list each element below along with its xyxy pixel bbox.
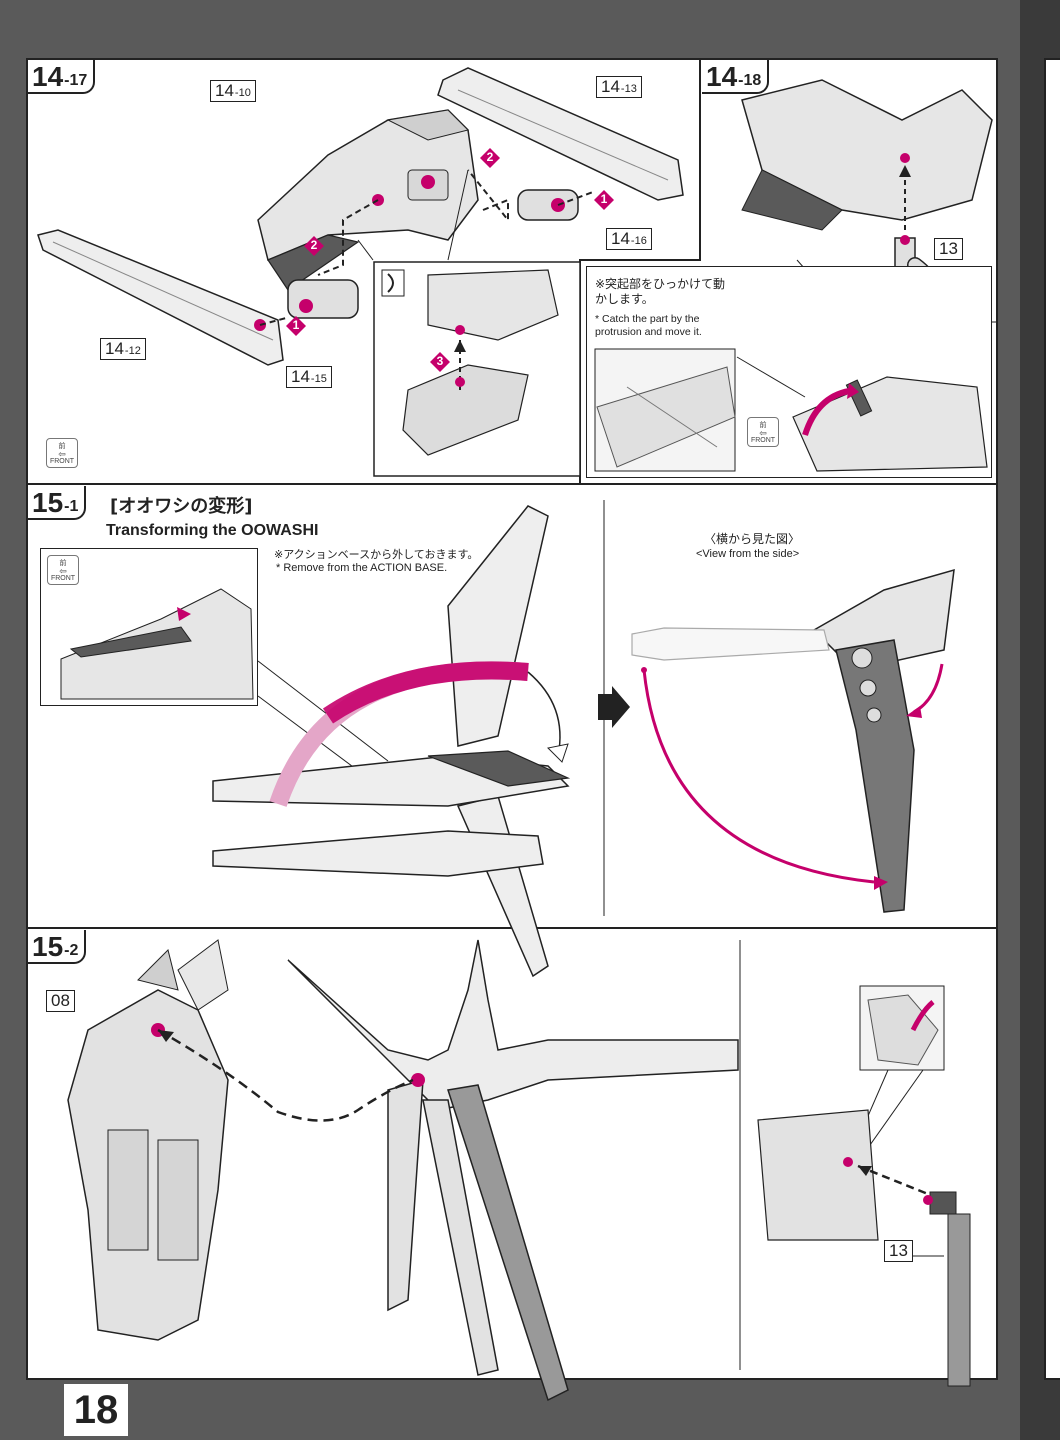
callout-2a: 2 [486,150,494,164]
step-major: 14 [32,61,64,92]
step-label-14-18: 14 -18 [702,60,770,94]
callout-2b: 2 [310,238,318,252]
side-view-diagram [631,568,955,913]
side-view-jp: 〈横から見た図〉 [704,532,801,546]
step-label-15-2: 15 -2 [28,930,87,964]
final-assembly-diagram [67,939,739,1402]
part-number-13-base: 13 [884,1240,913,1262]
note-jp: ※突起部をひっかけて動かします。 [595,277,726,306]
callout-1a: 1 [600,192,608,206]
base-detail-diagram [757,985,971,1387]
part-number-14-16: 14-16 [606,228,652,250]
front-direction-icon: 前 ⇦ FRONT [46,438,78,468]
inset-box-15-1: 前 ⇦ FRONT [40,548,258,706]
part-number-13: 13 [934,238,963,260]
page-number: 18 [64,1384,128,1436]
callout-3: 3 [436,354,444,368]
step-title-en: Transforming the OOWASHI [106,522,319,539]
note-en: * Remove from the ACTION BASE. [276,562,448,574]
next-page-sheet [1044,58,1060,1380]
callout-number-icon: 1 [286,316,306,336]
transform-diagram [212,505,571,978]
arrow-right-icon [598,686,630,728]
front-direction-icon: 前 ⇦ FRONT [47,555,79,585]
callout-number-icon: 2 [480,148,500,168]
part-number-08: 08 [46,990,75,1012]
note-en: * Catch the part by the protrusion and m… [595,313,702,338]
part-number-14-10: 14-10 [210,80,256,102]
part-number-14-12: 14-12 [100,338,146,360]
step-title-jp: [オオワシの変形] [110,496,253,517]
step-label-15-1: 15 -1 [28,486,87,520]
detail-diagram [594,348,988,472]
side-view-en: <View from the side> [696,548,800,560]
step-minor: -17 [64,72,88,89]
callout-number-icon: 2 [304,236,324,256]
inset-diagram [60,588,254,700]
callout-1b: 1 [292,318,300,332]
part-number-14-13: 14-13 [596,76,642,98]
wing-assembly-diagram [37,67,684,477]
callout-number-icon: 1 [594,190,614,210]
front-direction-icon: 前 ⇦ FRONT [747,417,779,447]
part-number-14-15: 14-15 [286,366,332,388]
callout-number-icon: 3 [430,352,450,372]
instruction-sheet: 14 -17 [26,58,998,1402]
step-label-14-17: 14 -17 [28,60,96,94]
note-jp: ※アクションベースから外しておきます。 [274,548,479,561]
detail-box-14-18: ※突起部をひっかけて動かします。 * Catch the part by the… [586,266,992,478]
